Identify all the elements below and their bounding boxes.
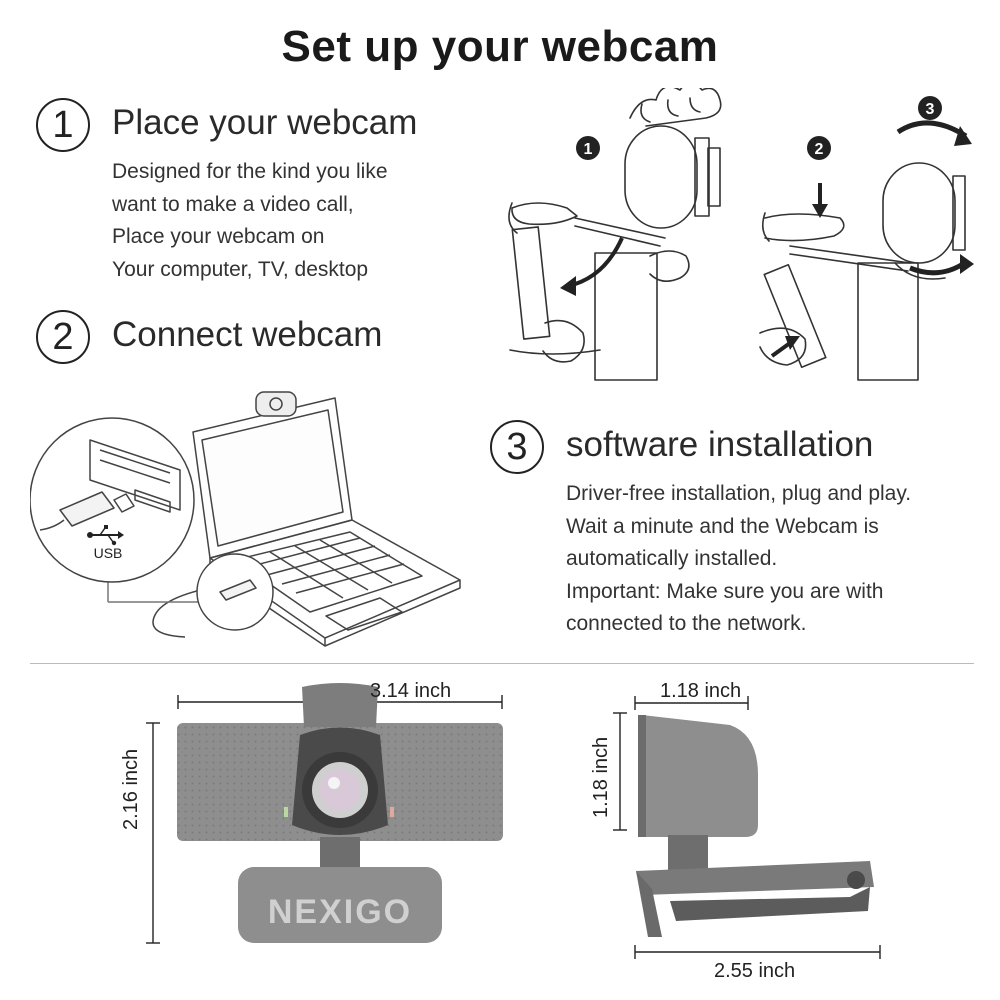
step-3-line: Driver-free installation, plug and play. <box>566 482 912 505</box>
step-1-line: Place your webcam on <box>112 225 325 248</box>
marker-2-label: 2 <box>815 141 824 158</box>
clip-width-label: 2.55 inch <box>714 960 796 982</box>
indicator-light-right <box>390 807 394 817</box>
webcam-body-left <box>624 125 698 229</box>
front-width-label: 3.14 inch <box>370 680 452 702</box>
step-1-line: want to make a video call, <box>112 192 354 216</box>
privacy-cover <box>302 683 378 727</box>
webcam-on-laptop <box>255 391 297 417</box>
webcam-front-view: NEXIGO <box>146 683 503 944</box>
webcam-side-head <box>642 715 758 837</box>
page-title: Set up your webcam <box>281 22 719 71</box>
brand-logo: NEXIGO <box>268 893 412 931</box>
mount-illustration: 1 2 3 <box>508 88 974 381</box>
clip-bottom-arm <box>670 887 870 921</box>
marker-1-label: 1 <box>584 141 593 158</box>
step-3-line: connected to the network. <box>566 612 807 635</box>
monitor-edge-right <box>857 262 919 381</box>
marker-3 <box>918 96 942 120</box>
indicator-light-left <box>284 807 288 817</box>
squeeze-arrow <box>785 336 800 350</box>
usb-icon <box>87 525 124 546</box>
monitor-edge-left <box>594 252 658 381</box>
step-2-heading: Connect webcam <box>112 315 383 354</box>
step-2-number: 2 <box>36 310 90 364</box>
marker-2 <box>807 136 831 160</box>
step-3-number: 3 <box>490 420 544 474</box>
clip-hinge <box>847 871 865 889</box>
webcam-side-view <box>613 696 881 959</box>
usb-label: USB <box>94 545 123 561</box>
webcam-base <box>238 867 442 943</box>
section-divider <box>30 663 974 664</box>
laptop-usb-illustration: USB <box>30 391 461 647</box>
clip-back-leg <box>636 871 662 937</box>
step-1-description: Designed for the kind you like want to m… <box>112 156 388 286</box>
step-3-line: automatically installed. <box>566 547 778 570</box>
webcam-body-right <box>882 162 956 264</box>
step-3-description: Driver-free installation, plug and play.… <box>566 478 911 641</box>
step-1-line: Your computer, TV, desktop <box>112 257 369 281</box>
front-height-label: 2.16 inch <box>120 748 142 830</box>
step-3-heading: software installation <box>566 425 874 464</box>
side-depth-label: 1.18 inch <box>660 680 742 702</box>
step-3-line: Wait a minute and the Webcam is <box>566 514 879 538</box>
zoom-circle-large <box>30 417 195 583</box>
clip-top-arm <box>636 861 874 895</box>
step-1-heading: Place your webcam <box>112 103 418 142</box>
rotate-arrow-top <box>896 120 968 139</box>
press-arrow <box>812 204 828 218</box>
side-height-label: 1.18 inch <box>590 736 612 818</box>
marker-1 <box>576 136 600 160</box>
marker-3-label: 3 <box>926 101 935 118</box>
step-1-number: 1 <box>36 98 90 152</box>
step-1-line: Designed for the kind you like <box>112 160 388 183</box>
step-3-line: Important: Make sure you are with <box>566 579 884 603</box>
